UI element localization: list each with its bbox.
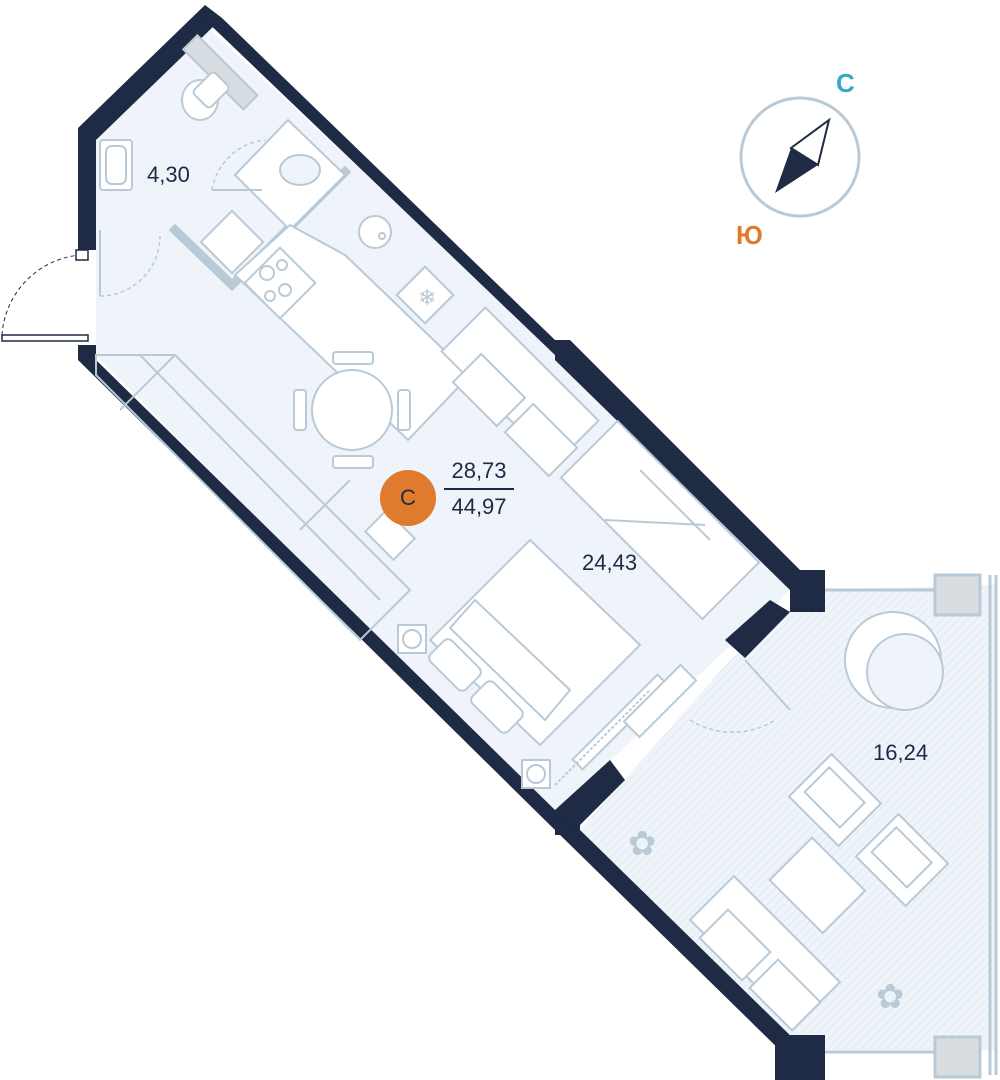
kitchen-unit xyxy=(233,215,472,442)
terrace-area-label: 16,24 xyxy=(873,740,929,765)
dining-table xyxy=(293,351,411,469)
terrace-post-bottom xyxy=(933,1035,982,1079)
desk xyxy=(95,354,417,642)
plant-icon: ✿ xyxy=(628,824,657,864)
terrace-sofa xyxy=(688,874,842,1032)
wardrobe xyxy=(559,419,761,621)
bathroom-door-swing xyxy=(211,139,266,191)
compass-north-label: С xyxy=(836,68,855,98)
living-area-value: 28,73 xyxy=(451,458,507,483)
apartment-type-label: С xyxy=(400,485,416,510)
bathroom-area-label: 4,30 xyxy=(147,162,190,187)
balcony-door xyxy=(622,663,698,739)
apartment-type-badge: С xyxy=(380,470,436,526)
fraction-bar xyxy=(444,488,514,490)
compass-south-label: Ю xyxy=(736,220,763,250)
radiator xyxy=(554,673,669,786)
terrace-railing xyxy=(825,575,998,1075)
bed xyxy=(397,538,642,789)
total-area-value: 44,97 xyxy=(451,494,507,519)
walls xyxy=(78,5,825,1080)
plant-icon: ✿ xyxy=(876,977,905,1017)
snowflake-icon: ❄ xyxy=(418,286,436,311)
terrace-armchairs xyxy=(768,752,950,935)
entrance-door xyxy=(1,249,89,342)
area-fraction: 28,73 44,97 xyxy=(444,460,514,518)
terrace-post-top xyxy=(933,573,982,617)
terrace-lounge-chair xyxy=(844,611,944,711)
balcony-door-swing xyxy=(689,719,776,733)
bathroom-fixtures xyxy=(99,71,347,275)
main-room-area-label: 24,43 xyxy=(582,550,638,575)
compass-rose xyxy=(739,96,861,218)
sofa xyxy=(440,306,600,478)
